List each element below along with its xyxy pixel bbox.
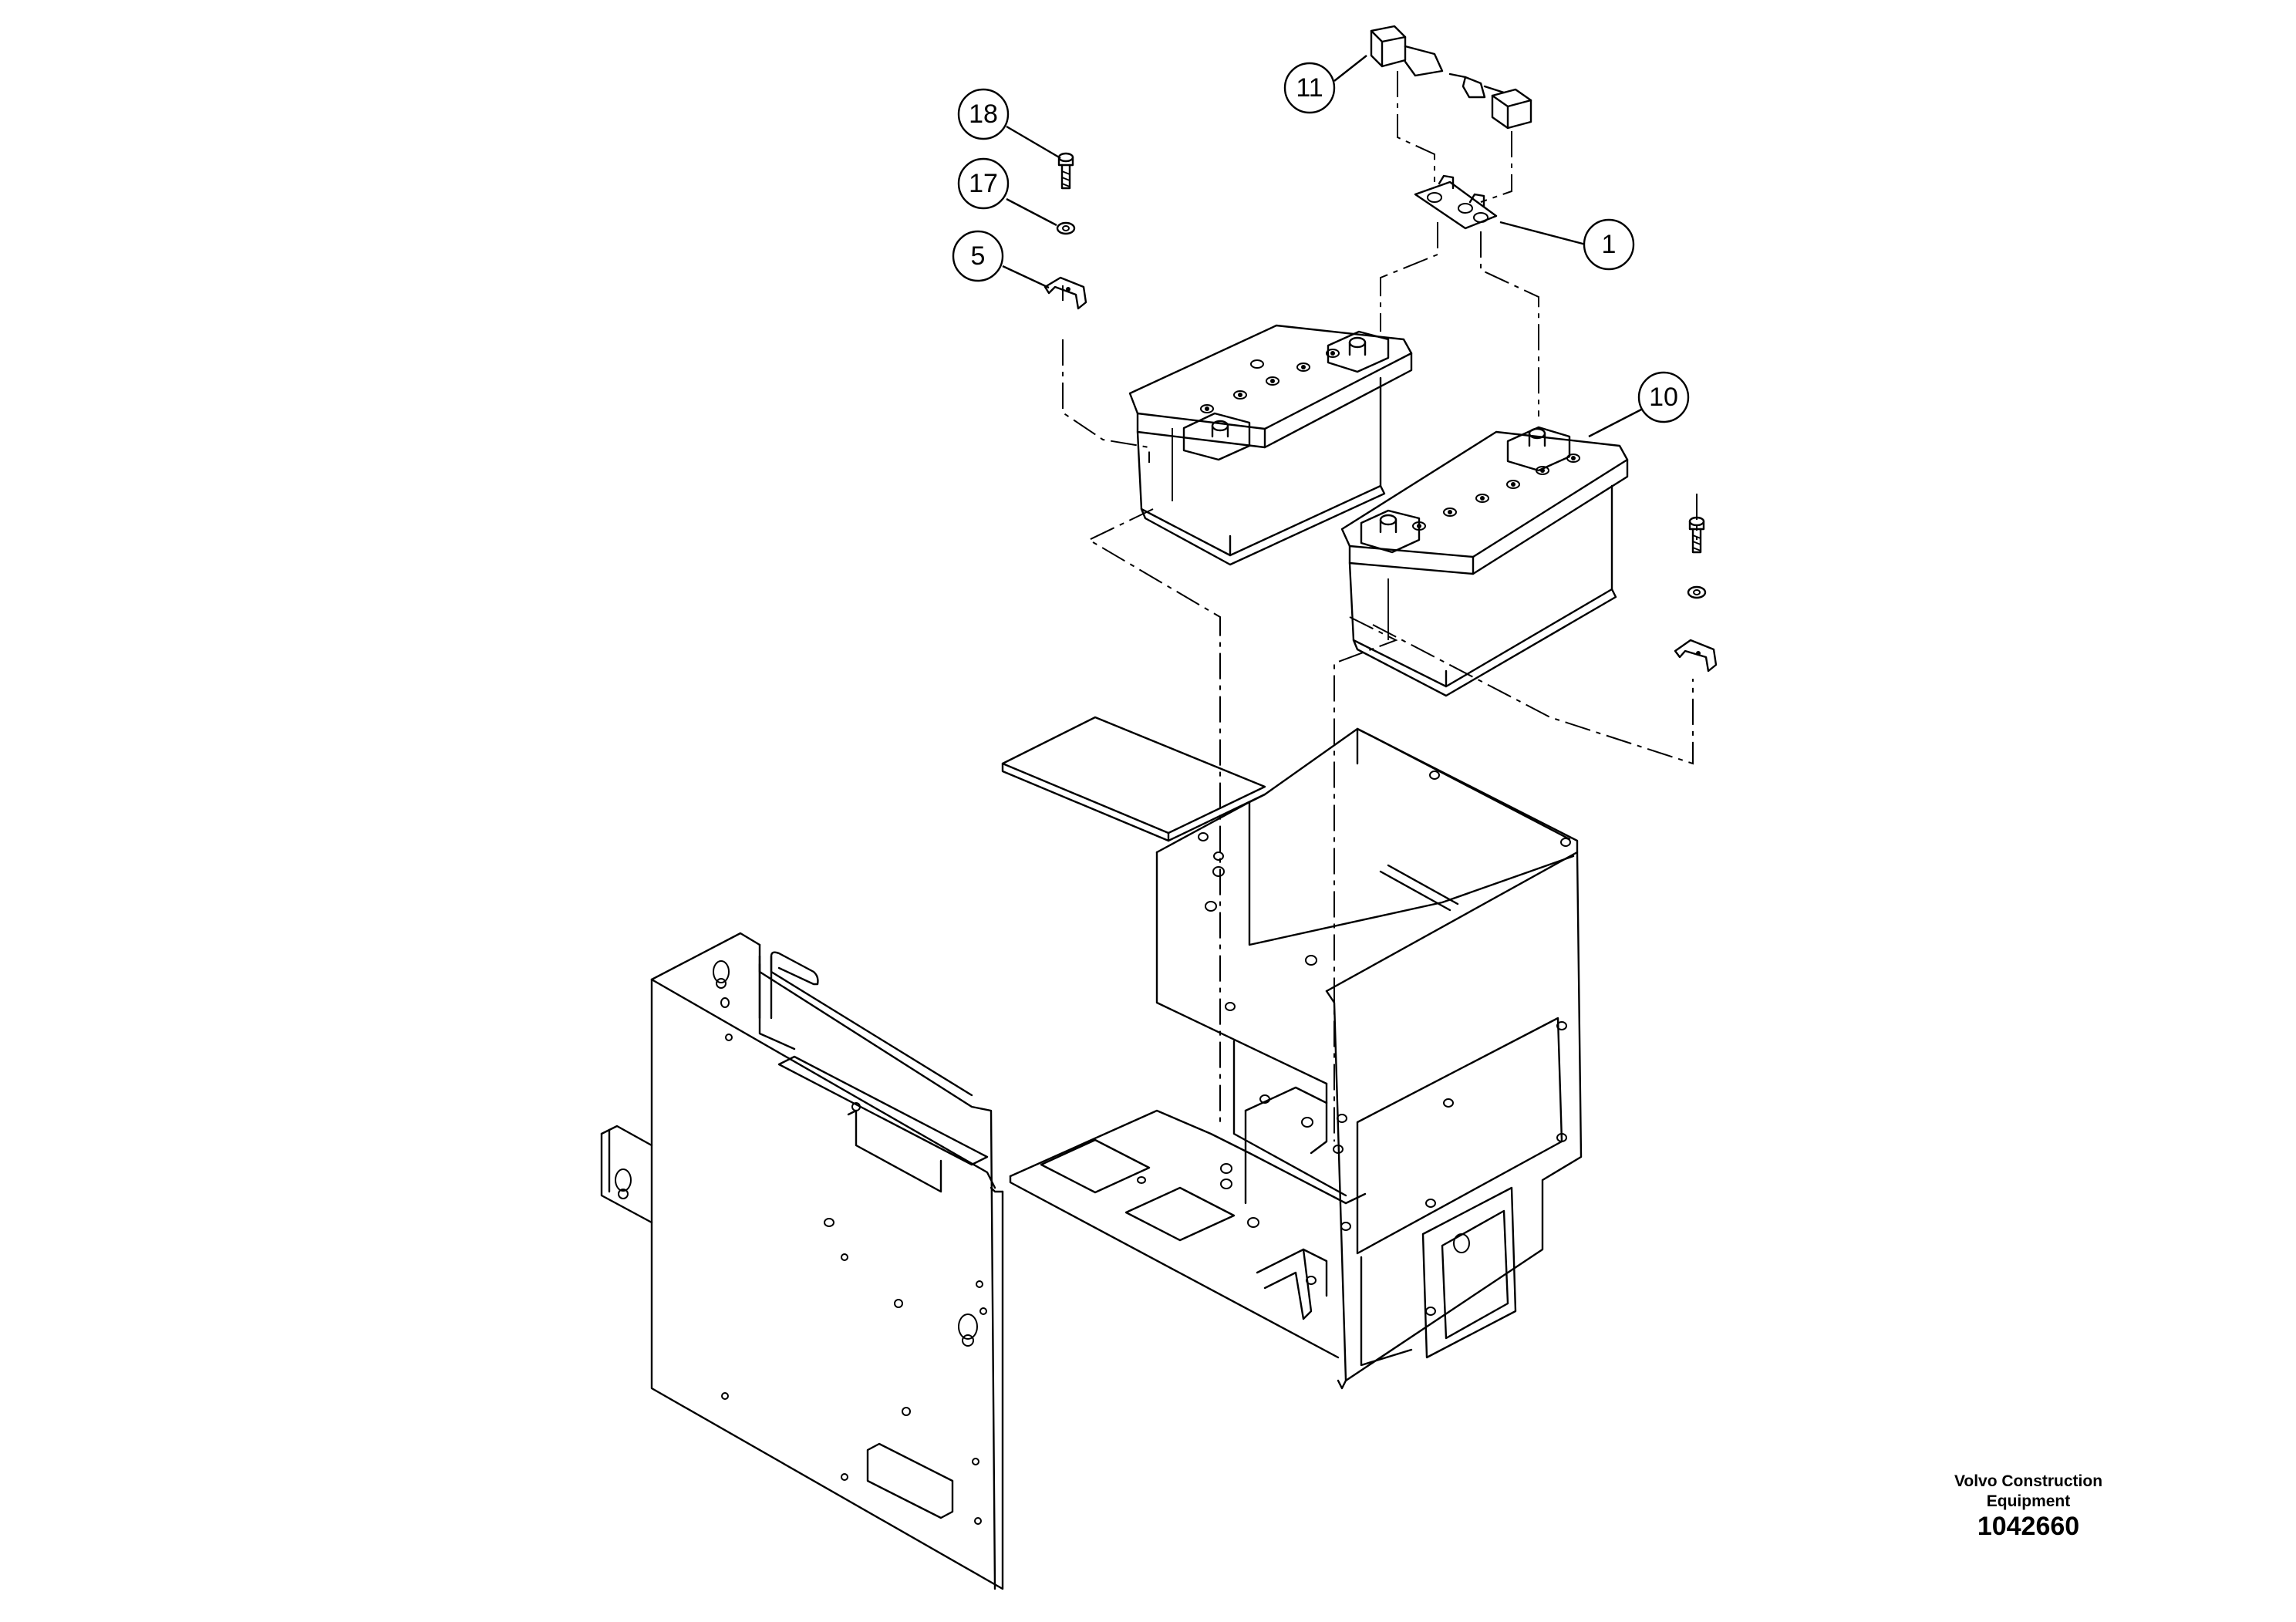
bus-bar-part [1414, 174, 1498, 230]
callout-18-circle [957, 157, 1010, 210]
callout-10-label: 10 [1649, 383, 1678, 412]
callout-11-label: 11 [1296, 73, 1323, 103]
callout-5-label: 5 [971, 241, 986, 271]
right-fastener-set [1674, 516, 1718, 673]
callout-1-label: 1 [1602, 230, 1617, 259]
side-panel [600, 932, 1004, 1590]
battery-right [1340, 426, 1629, 697]
left-fastener-set [1043, 152, 1087, 310]
assembly-lines [1062, 71, 1698, 1141]
callout-18-label: 17 [969, 169, 998, 198]
battery-left [1128, 324, 1413, 566]
connector-cable-part [1370, 25, 1532, 130]
brand-label: Volvo Construction Equipment [1897, 1472, 2159, 1512]
callout-11-circle [1283, 62, 1336, 114]
callout-1-circle [1583, 218, 1635, 271]
callouts: 11 1 18 17 5 10 [952, 55, 1690, 438]
battery-box-frame [1001, 716, 1583, 1390]
brand-line-2: Equipment [1986, 1492, 2071, 1510]
callout-17-circle [957, 88, 1010, 140]
callout-5-circle [952, 230, 1004, 282]
callout-10-circle [1637, 371, 1690, 423]
brand-line-1: Volvo Construction [1954, 1472, 2103, 1490]
callout-17-label: 18 [969, 99, 998, 129]
drawing-number: 1042660 [1977, 1512, 2080, 1541]
